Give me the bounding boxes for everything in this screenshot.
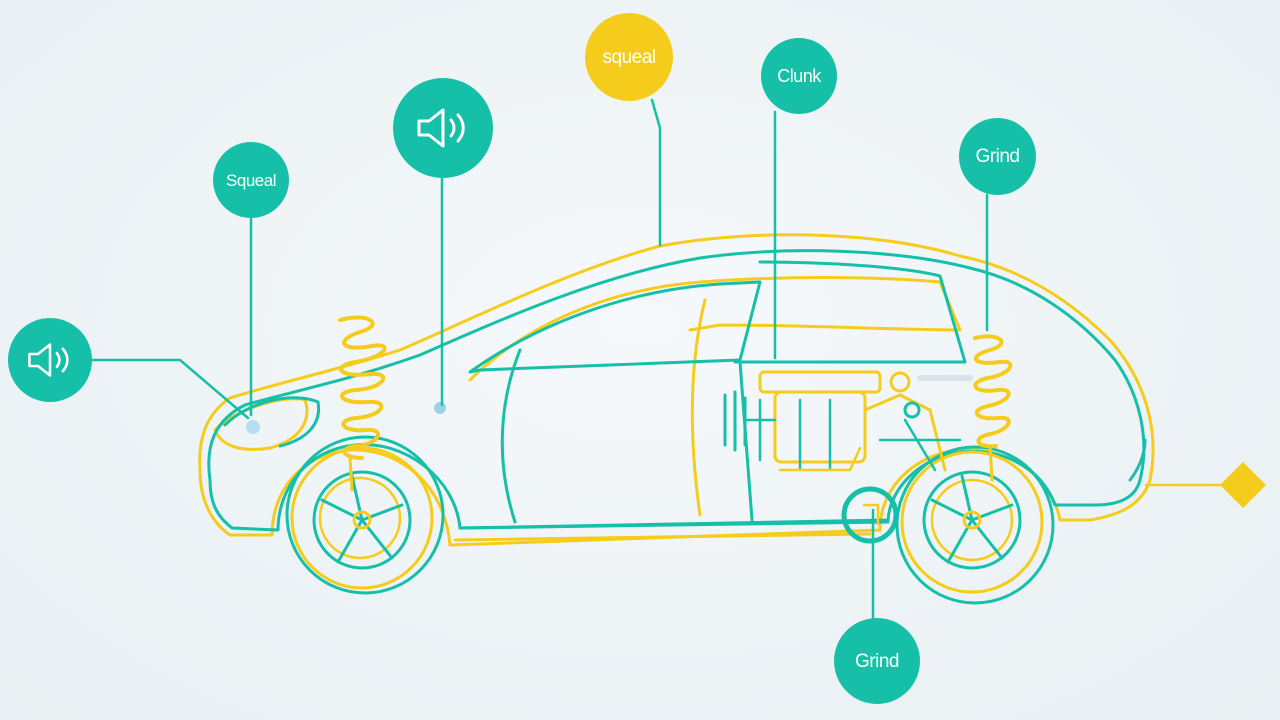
callout-speaker-left (8, 318, 92, 402)
speaker-icon (417, 108, 465, 148)
callout-grind-bottom-label: Grind (855, 650, 899, 672)
grind-target-ring (841, 486, 899, 544)
door-line-yellow (690, 298, 707, 517)
front-wheel-tire-teal (285, 435, 445, 595)
callout-grind-right-label: Grind (975, 146, 1020, 167)
callout-squeal-top-label: squeal (602, 46, 657, 68)
rear-coil-spring (973, 334, 1013, 482)
rear-wheel-spokes (930, 474, 1014, 564)
window-frame-teal (468, 280, 762, 374)
front-wheel-rim-teal (312, 470, 412, 570)
callout-grind-bottom: Grind (834, 618, 920, 704)
callout-leaders (90, 98, 989, 622)
sill-line-yellow (453, 532, 872, 542)
rear-wheel-rim-teal (922, 470, 1022, 570)
rear-wheel-tire-yellow (900, 450, 1044, 594)
headlight-teal (223, 396, 321, 448)
callout-squeal-left: Squeal (213, 142, 289, 218)
callout-grind-right: Grind (959, 118, 1036, 195)
rear-wheel-tire-teal (895, 445, 1055, 605)
diamond-icon (1220, 462, 1266, 508)
underbody-teal (458, 520, 890, 530)
front-coil-spring (338, 315, 387, 492)
front-wheel-rim-yellow (318, 476, 402, 560)
front-door-teal (500, 348, 522, 524)
callout-speaker-top (393, 78, 493, 178)
rear-window-teal (733, 260, 967, 364)
front-wheel-tire-yellow (290, 446, 434, 590)
car-body-outline-teal (207, 249, 1146, 532)
car-body-outline-yellow (198, 233, 1155, 547)
headlight-glow (246, 420, 260, 434)
speaker-icon (28, 343, 69, 377)
callout-clunk-top: Clunk (761, 38, 837, 114)
rear-wheel-rim-yellow (930, 478, 1014, 562)
callout-squeal-top: squeal (585, 13, 673, 101)
leader-squeal-top (650, 98, 662, 247)
callout-clunk-top-label: Clunk (777, 66, 821, 86)
drivetrain-sketch (723, 370, 973, 472)
callout-squeal-left-label: Squeal (226, 170, 276, 190)
leader-speaker-left (90, 358, 250, 420)
window-line-yellow (468, 276, 962, 382)
door-glow (434, 402, 446, 414)
front-wheel-spokes (320, 474, 404, 564)
bumper-teal (1128, 438, 1147, 482)
